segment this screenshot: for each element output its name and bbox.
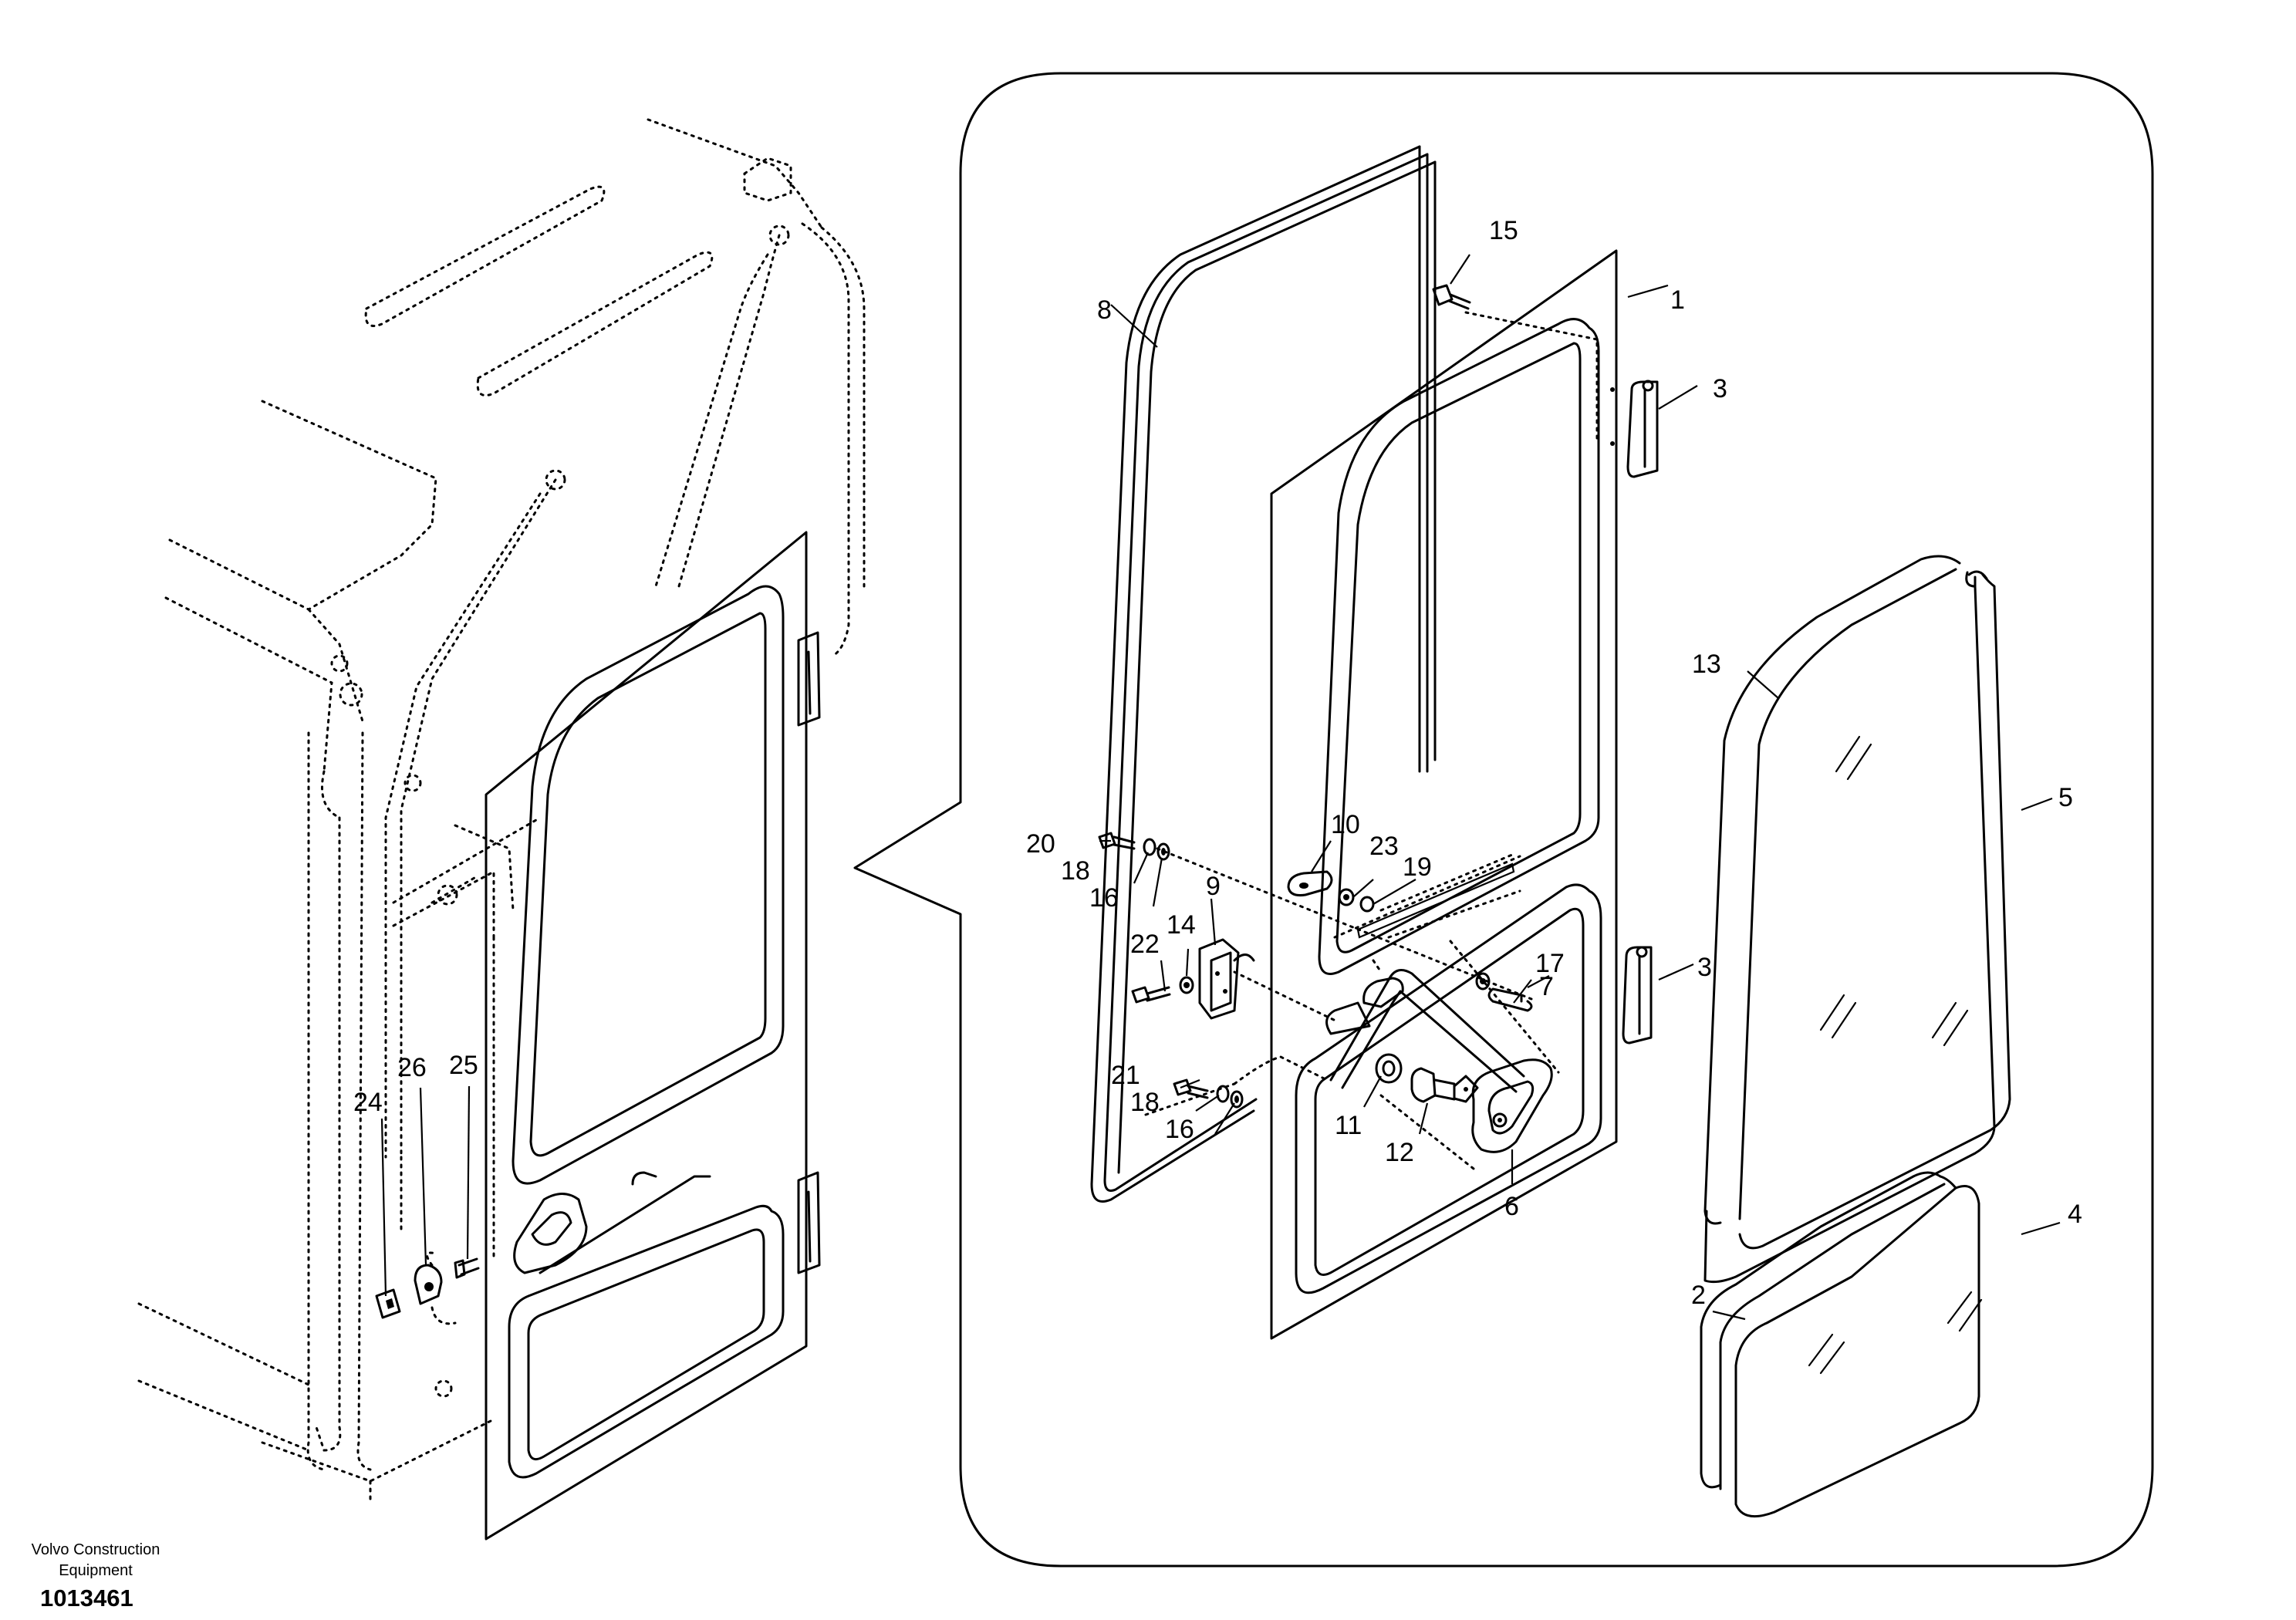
label-13: 13 bbox=[1692, 650, 1721, 679]
label-20: 20 bbox=[1026, 829, 1055, 859]
door-striker-plate bbox=[1362, 977, 1404, 1008]
label-12: 12 bbox=[1385, 1138, 1414, 1167]
part-6 bbox=[1471, 1058, 1553, 1153]
label-11: 11 bbox=[1335, 1111, 1362, 1140]
lock-rail bbox=[1333, 855, 1521, 939]
label-14: 14 bbox=[1167, 910, 1196, 940]
label-17: 17 bbox=[1535, 949, 1565, 978]
drawing-number: 1013461 bbox=[40, 1585, 133, 1612]
weather-strip bbox=[1090, 145, 1437, 1203]
label-7: 7 bbox=[1539, 972, 1554, 1001]
label-2: 2 bbox=[1691, 1281, 1706, 1310]
part-15 bbox=[1432, 284, 1471, 310]
label-5: 5 bbox=[2058, 783, 2073, 812]
label-16-bottom: 16 bbox=[1165, 1115, 1194, 1144]
label-18-bottom: 18 bbox=[1130, 1088, 1160, 1117]
company-label: Volvo Construction Equipment bbox=[11, 1540, 181, 1581]
part-20-18-16-top bbox=[1098, 832, 1170, 861]
part-11 bbox=[1375, 1053, 1403, 1084]
part-3-bottom bbox=[1622, 946, 1653, 1045]
label-9: 9 bbox=[1206, 872, 1221, 901]
label-15: 15 bbox=[1489, 216, 1518, 245]
label-22: 22 bbox=[1130, 930, 1160, 959]
label-23: 23 bbox=[1369, 832, 1399, 861]
label-4: 4 bbox=[2068, 1200, 2082, 1229]
label-3-bottom: 3 bbox=[1697, 953, 1712, 982]
part-3-top bbox=[1610, 380, 1659, 478]
label-6: 6 bbox=[1504, 1192, 1519, 1221]
label-8: 8 bbox=[1097, 295, 1112, 325]
small-parts-left bbox=[375, 1251, 480, 1325]
label-24: 24 bbox=[353, 1088, 383, 1117]
part-17-7 bbox=[1475, 972, 1533, 1012]
part-9 bbox=[1198, 938, 1255, 1020]
label-25: 25 bbox=[449, 1051, 478, 1080]
label-3-top: 3 bbox=[1713, 374, 1727, 403]
detail-frame bbox=[853, 72, 2154, 1568]
label-16-top: 16 bbox=[1089, 883, 1119, 913]
cab-outline bbox=[137, 118, 866, 1506]
leader-lines bbox=[380, 254, 2061, 1321]
door-main bbox=[1144, 249, 1618, 1340]
company-line-2: Equipment bbox=[59, 1562, 133, 1579]
part-22-14 bbox=[1131, 976, 1194, 1004]
label-18-top: 18 bbox=[1061, 856, 1090, 886]
part-21-18-16-bottom bbox=[1173, 1078, 1244, 1109]
window-glass-lower bbox=[1700, 1171, 1983, 1518]
company-line-1: Volvo Construction bbox=[31, 1541, 160, 1558]
window-glass-upper bbox=[1703, 555, 2011, 1284]
label-1: 1 bbox=[1670, 285, 1685, 315]
part-12 bbox=[1410, 1067, 1479, 1103]
part-labels: 8 15 1 3 13 5 3 10 23 19 17 7 20 18 16 9… bbox=[353, 216, 2082, 1310]
label-26: 26 bbox=[397, 1053, 427, 1082]
part-10-23-19 bbox=[1287, 870, 1375, 913]
left-door bbox=[485, 531, 821, 1541]
label-19: 19 bbox=[1403, 852, 1432, 882]
label-21: 21 bbox=[1111, 1061, 1140, 1090]
label-10: 10 bbox=[1331, 810, 1360, 839]
